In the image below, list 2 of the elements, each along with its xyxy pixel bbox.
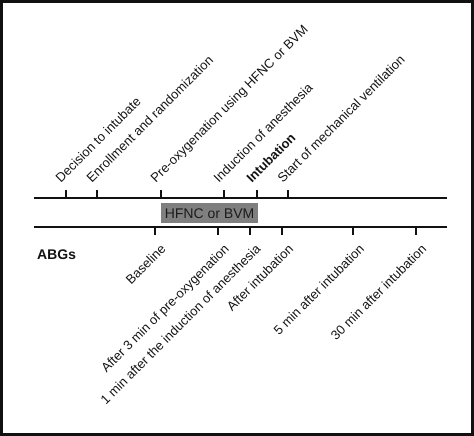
row-heading: ABGs	[37, 247, 76, 262]
shaded-bar: HFNC or BVM	[161, 203, 258, 223]
